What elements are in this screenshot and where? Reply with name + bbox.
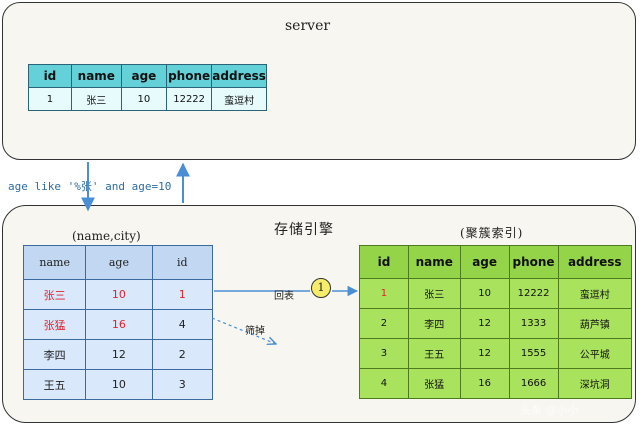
table-cell: 张猛 [407, 368, 461, 399]
table-row: 1 张三 10 12222 蛮逗村 [359, 278, 633, 309]
table-cell: 1 [359, 278, 409, 309]
table-cell: 12 [459, 338, 510, 369]
column-header: age [459, 245, 510, 279]
step-number-badge: 1 [311, 278, 331, 298]
table-cell: 蛮逗村 [557, 278, 633, 309]
clustered-index-caption: (聚簇索引) [460, 226, 524, 240]
table-cell: 3 [359, 338, 409, 369]
table-cell: 2 [151, 339, 213, 370]
table-cell: 王五 [22, 369, 87, 400]
table-cell: 李四 [407, 308, 461, 339]
table-cell: 1 [28, 87, 72, 111]
table-row: 2 李四 12 1333 葫芦镇 [359, 308, 633, 339]
table-row: 李四 12 2 [22, 339, 213, 370]
table-row: 1 张三 10 12222 蛮逗村 [28, 87, 267, 111]
table-cell: 4 [359, 368, 409, 399]
secondary-index-caption: (name,city) [72, 229, 141, 243]
table-header-row: id name age phone address [28, 64, 267, 88]
table-cell: 10 [85, 279, 153, 310]
table-cell: 10 [459, 278, 510, 309]
lookup-label: 回表 [274, 291, 294, 302]
table-cell: 张三 [22, 279, 87, 310]
table-cell: 公平城 [557, 338, 633, 369]
watermark: 头条 @小小 [520, 404, 579, 417]
table-row: 张三 10 1 [22, 279, 213, 310]
column-header: address [557, 245, 633, 279]
storage-engine-title: 存储引擎 [274, 222, 334, 238]
table-cell: 16 [459, 368, 510, 399]
column-header: phone [166, 64, 213, 88]
table-cell: 1666 [508, 368, 559, 399]
table-cell: 12 [459, 308, 510, 339]
table-cell: 12222 [166, 87, 213, 111]
clustered-index-table: id name age phone address 1 张三 10 12222 … [359, 245, 633, 399]
secondary-index-table: name age id 张三 10 1 张猛 16 4 李四 12 2 王五 1… [22, 245, 213, 400]
column-header: age [85, 245, 153, 280]
table-cell: 10 [85, 369, 153, 400]
table-cell: 2 [359, 308, 409, 339]
query-condition: age like '%张' and age=10 [8, 180, 172, 193]
column-header: name [22, 245, 87, 280]
column-header: name [407, 245, 461, 279]
column-header: id [151, 245, 213, 280]
table-row: 3 王五 12 1555 公平城 [359, 338, 633, 369]
table-cell: 10 [120, 87, 168, 111]
table-cell: 张三 [407, 278, 461, 309]
server-result-table: id name age phone address 1 张三 10 12222 … [28, 64, 267, 111]
table-cell: 3 [151, 369, 213, 400]
table-row: 4 张猛 16 1666 深坑洞 [359, 368, 633, 399]
table-cell: 深坑洞 [557, 368, 633, 399]
column-header: id [28, 64, 72, 88]
server-title: server [285, 18, 331, 34]
table-cell: 1555 [508, 338, 559, 369]
table-row: 张猛 16 4 [22, 309, 213, 340]
column-header: name [70, 64, 122, 88]
table-cell: 蛮逗村 [211, 87, 267, 111]
column-header: address [211, 64, 267, 88]
table-cell: 12222 [508, 278, 559, 309]
table-cell: 张猛 [22, 309, 87, 340]
table-cell: 1333 [508, 308, 559, 339]
table-cell: 王五 [407, 338, 461, 369]
column-header: id [359, 245, 409, 279]
table-cell: 葫芦镇 [557, 308, 633, 339]
table-header-row: name age id [22, 245, 213, 280]
table-cell: 12 [85, 339, 153, 370]
table-header-row: id name age phone address [359, 245, 633, 279]
table-cell: 16 [85, 309, 153, 340]
table-cell: 张三 [70, 87, 122, 111]
filter-label: 筛掉 [245, 326, 265, 337]
table-cell: 李四 [22, 339, 87, 370]
table-row: 王五 10 3 [22, 369, 213, 400]
table-cell: 4 [151, 309, 213, 340]
table-cell: 1 [151, 279, 213, 310]
column-header: age [120, 64, 168, 88]
column-header: phone [508, 245, 559, 279]
